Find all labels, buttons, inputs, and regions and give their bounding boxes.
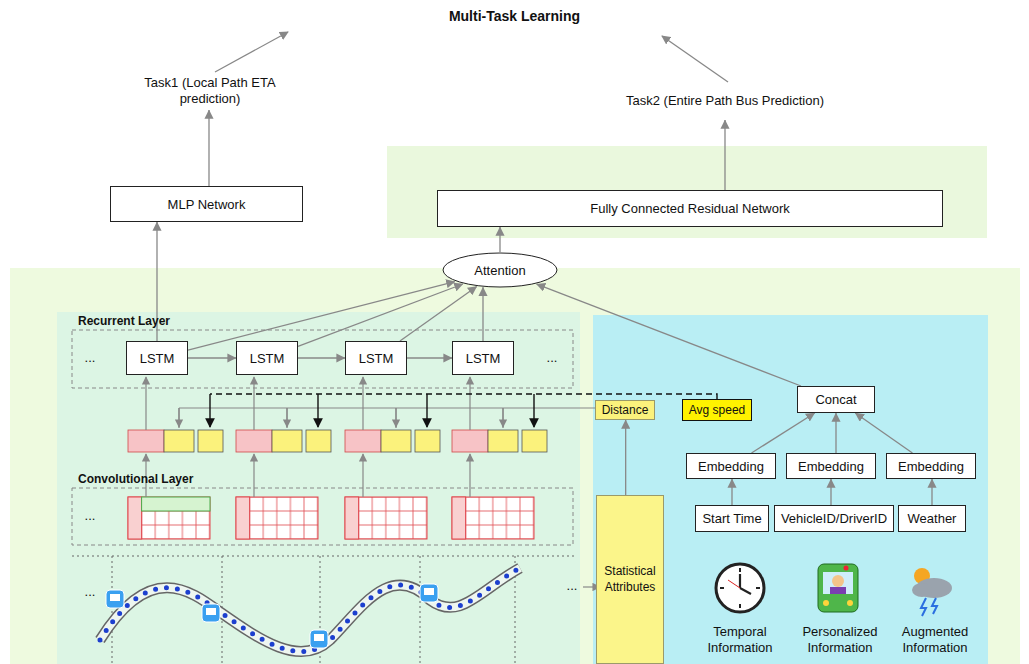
clock-icon xyxy=(716,564,764,612)
node-label: LSTM xyxy=(466,351,501,366)
connector xyxy=(188,282,455,350)
process-box: Fully Connected Residual Network xyxy=(437,190,943,227)
feature-box: Avg speed xyxy=(682,399,753,421)
panels xyxy=(10,146,1020,664)
node-label: Attention xyxy=(474,263,525,278)
node-label: LSTM xyxy=(359,351,394,366)
node-label: Avg speed xyxy=(689,403,746,417)
node-label: LSTM xyxy=(140,351,175,366)
node-label: Weather xyxy=(908,511,957,526)
ellipsis-label: ... xyxy=(78,350,102,366)
process-box: MLP Network xyxy=(110,186,303,222)
connector xyxy=(298,284,463,346)
process-box: Embedding xyxy=(886,453,976,479)
process-box: LSTM xyxy=(345,341,407,375)
weather-icon xyxy=(912,568,952,616)
node-label: MLP Network xyxy=(168,197,246,212)
node-label: Fully Connected Residual Network xyxy=(590,201,789,216)
ellipsis-label: ... xyxy=(78,584,102,600)
conv-grids xyxy=(128,497,534,539)
avg-speed-dashed-link xyxy=(210,394,717,427)
connector xyxy=(625,420,626,495)
attention-ellipse: Attention xyxy=(441,252,559,288)
connector xyxy=(855,413,912,453)
node-label: Concat xyxy=(815,392,856,407)
process-box: LSTM xyxy=(452,341,514,375)
layer-group: Convolutional Layer xyxy=(72,472,573,545)
connector xyxy=(731,479,732,505)
node-label: Task2 (Entire Path Bus Prediction) xyxy=(626,93,824,109)
connector xyxy=(835,413,836,453)
process-box: Embedding xyxy=(686,453,776,479)
node-label: LSTM xyxy=(250,351,285,366)
node-label: Embedding xyxy=(698,459,764,474)
ellipsis-label: ... xyxy=(540,350,564,366)
ellipsis-label: ... xyxy=(78,508,102,524)
process-box: VehicleID/DriverID xyxy=(774,505,894,532)
layer-heading: Recurrent Layer xyxy=(78,314,170,328)
connector xyxy=(407,357,452,358)
connector xyxy=(830,479,831,505)
process-box: Concat xyxy=(797,386,875,413)
node-label: Statistical Attributes xyxy=(599,564,661,595)
process-box: Start Time xyxy=(695,505,768,532)
connector xyxy=(188,357,236,358)
ellipsis-label: ... xyxy=(560,578,584,594)
node-label: Embedding xyxy=(898,459,964,474)
feature-vectors xyxy=(128,430,547,452)
connector xyxy=(537,284,801,386)
process-box: Weather xyxy=(898,505,966,532)
layer-heading: Convolutional Layer xyxy=(78,472,193,486)
icon-caption: Personalized Information xyxy=(793,624,887,655)
task-output: Task2 (Entire Path Bus Prediction) xyxy=(625,82,825,120)
icon-caption: Augmented Information xyxy=(888,624,982,655)
statistics-box: Statistical Attributes xyxy=(596,495,664,664)
connector xyxy=(752,413,815,453)
node-label: Start Time xyxy=(702,511,761,526)
connector xyxy=(931,479,932,505)
connector xyxy=(482,287,483,341)
diagram-title: Multi-Task Learning xyxy=(0,8,1029,24)
task-arrows xyxy=(215,32,728,82)
road-map xyxy=(72,556,575,664)
node-label: VehicleID/DriverID xyxy=(781,511,887,526)
connector xyxy=(400,287,477,341)
process-box: Embedding xyxy=(786,453,876,479)
layer-group: Recurrent LayerLSTM LSTM LSTM LSTM xyxy=(72,314,573,388)
icon-caption: Temporal Information xyxy=(693,624,787,655)
bus-driver-icon xyxy=(818,564,858,612)
connector xyxy=(499,227,500,252)
node-label: Embedding xyxy=(798,459,864,474)
connector xyxy=(208,110,209,186)
node-label: Task1 (Local Path ETA prediction) xyxy=(115,75,305,108)
feature-box: Distance xyxy=(595,400,656,420)
connector xyxy=(724,120,725,190)
process-box: LSTM xyxy=(126,341,188,375)
task-output: Task1 (Local Path ETA prediction) xyxy=(115,72,305,110)
process-box: LSTM xyxy=(236,341,298,375)
connector xyxy=(298,357,345,358)
node-label: Distance xyxy=(602,403,649,417)
